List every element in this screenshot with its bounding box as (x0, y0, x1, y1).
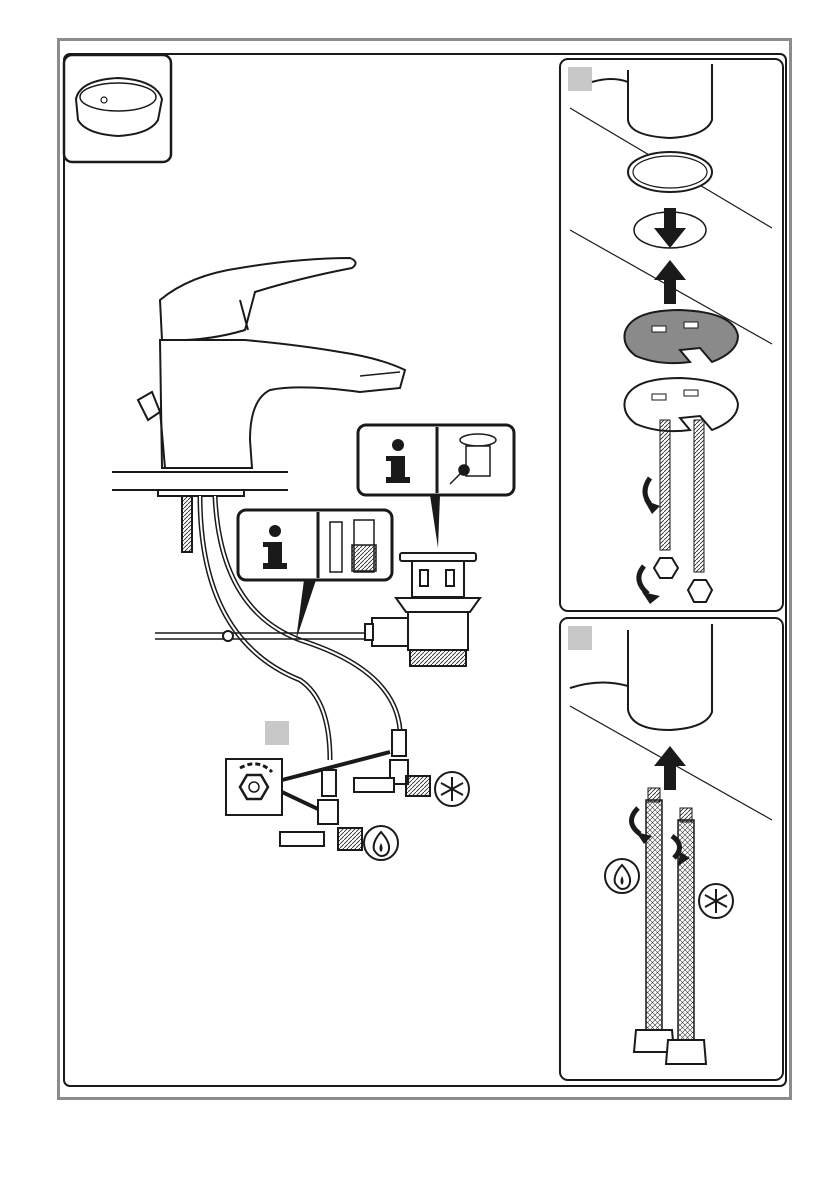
panel-top-right (560, 59, 783, 611)
cold-angle-valve (354, 730, 430, 796)
info-callout-hoses (238, 510, 392, 640)
panel-bottom-right (560, 618, 783, 1080)
step-marker (568, 626, 592, 650)
hot-hose (646, 800, 662, 1030)
washbasin-icon (64, 55, 171, 162)
step-marker (568, 67, 592, 91)
cold-water-icon (699, 884, 733, 918)
horseshoe-washer (624, 310, 738, 363)
metal-washer (624, 378, 738, 431)
step-marker (265, 721, 289, 745)
hot-angle-valve (280, 770, 362, 850)
hot-water-icon (605, 859, 639, 893)
hot-water-icon (364, 826, 398, 860)
cold-water-icon (435, 772, 469, 806)
